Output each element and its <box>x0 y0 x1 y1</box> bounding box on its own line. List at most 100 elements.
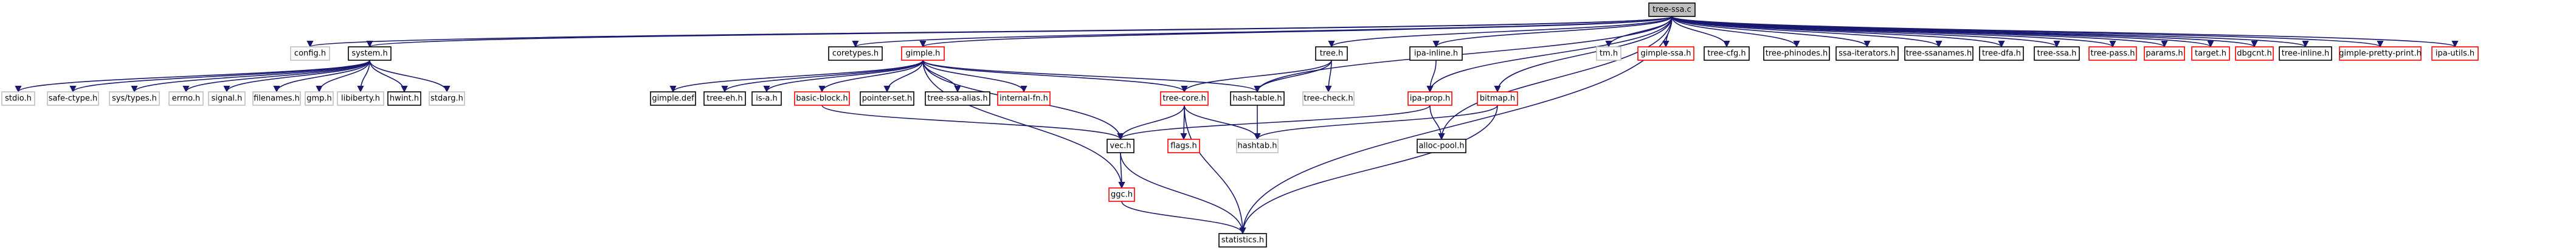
node-internal-fn-h[interactable]: internal-fn.h <box>997 91 1051 106</box>
node-pointer-set-h[interactable]: pointer-set.h <box>860 91 914 106</box>
node-hwint-h[interactable]: hwint.h <box>387 91 421 106</box>
node-safe-ctype-h[interactable]: safe-ctype.h <box>47 91 99 106</box>
node-box <box>1 91 35 106</box>
node-stdio-h[interactable]: stdio.h <box>1 91 35 106</box>
node-label: ipa-utils.h <box>2436 49 2474 58</box>
node-box <box>2144 46 2185 61</box>
edge-tree-ssa-c-to-gimple-h <box>919 16 1673 48</box>
node-label: sys/types.h <box>112 94 157 103</box>
node-signal-h[interactable]: signal.h <box>208 91 246 106</box>
edge-system-h-to-libiberty-h <box>357 60 370 93</box>
node-label: coretypes.h <box>832 49 879 58</box>
node-tree-ssa-alias-h[interactable]: tree-ssa-alias.h <box>925 91 990 106</box>
node-tree-phinodes-h[interactable]: tree-phinodes.h <box>1763 46 1830 61</box>
node-label: safe-ctype.h <box>49 94 98 103</box>
node-coretypes-h[interactable]: coretypes.h <box>828 46 883 61</box>
node-errno-h[interactable]: errno.h <box>168 91 204 106</box>
node-ipa-utils-h[interactable]: ipa-utils.h <box>2431 46 2479 61</box>
edge-gimple-h-to-is-a-h <box>763 60 924 93</box>
edge-basic-block-h-to-vec-h <box>821 105 1124 141</box>
node-label: tree.h <box>1320 49 1344 58</box>
node-label: gmp.h <box>306 94 332 103</box>
node-config-h[interactable]: config.h <box>290 46 330 61</box>
edge-system-h-to-sys-types-h <box>131 60 370 93</box>
edge-gimple-h-to-basic-block-h <box>818 60 924 93</box>
node-params-h[interactable]: params.h <box>2144 46 2185 61</box>
node-tree-ssa-h[interactable]: tree-ssa.h <box>2034 46 2080 61</box>
edge-gimple-h-to-pointer-set-h <box>883 60 924 93</box>
node-ggc-h[interactable]: ggc.h <box>1108 187 1135 202</box>
node-box <box>1648 2 1696 17</box>
node-box <box>2191 46 2230 61</box>
node-tm-h[interactable]: tm.h <box>1596 46 1621 61</box>
edge-layer <box>15 16 2459 235</box>
node-label: ggc.h <box>1111 190 1133 200</box>
node-gmp-h[interactable]: gmp.h <box>305 91 334 106</box>
node-tree-h[interactable]: tree.h <box>1315 46 1348 61</box>
node-statistics-h[interactable]: statistics.h <box>1218 233 1267 248</box>
node-box <box>1108 187 1135 202</box>
node-label: tree-inline.h <box>2282 49 2330 58</box>
node-target-h[interactable]: target.h <box>2191 46 2230 61</box>
node-box <box>997 91 1051 106</box>
node-label: alloc-pool.h <box>1418 142 1464 151</box>
node-label: gimple-ssa.h <box>1641 49 1691 58</box>
node-gimple-h[interactable]: gimple.h <box>901 46 945 61</box>
node-tree-core-h[interactable]: tree-core.h <box>1160 91 1209 106</box>
node-gimple-ssa-h[interactable]: gimple-ssa.h <box>1637 46 1694 61</box>
edge-system-h-to-stdio-h <box>15 60 370 93</box>
edge-system-h-to-errno-h <box>182 60 370 93</box>
node-libiberty-h[interactable]: libiberty.h <box>337 91 384 106</box>
edge-tree-h-to-tree-check-h <box>1325 60 1332 93</box>
node-sys-types-h[interactable]: sys/types.h <box>109 91 160 106</box>
node-flags-h[interactable]: flags.h <box>1167 139 1200 153</box>
node-ipa-inline-h[interactable]: ipa-inline.h <box>1409 46 1463 61</box>
node-label: tree-check.h <box>1304 94 1353 103</box>
edge-tree-ssa-c-to-tree-h <box>1328 16 1673 48</box>
node-box <box>2235 46 2274 61</box>
edge-tree-ssa-c-to-ipa-prop-h <box>1426 16 1673 93</box>
node-is-a-h[interactable]: is-a.h <box>751 91 782 106</box>
edge-ipa-prop-h-to-vec-h <box>1117 105 1431 141</box>
node-dbgcnt-h[interactable]: dbgcnt.h <box>2235 46 2274 61</box>
node-ssa-iterators-h[interactable]: ssa-iterators.h <box>1835 46 1899 61</box>
node-basic-block-h[interactable]: basic-block.h <box>794 91 850 106</box>
node-vec-h[interactable]: vec.h <box>1107 139 1134 153</box>
node-box <box>1596 46 1621 61</box>
node-label: is-a.h <box>756 94 777 103</box>
edge-tree-ssa-c-to-ipa-inline-h <box>1432 16 1673 48</box>
node-tree-eh-h[interactable]: tree-eh.h <box>703 91 746 106</box>
node-tree-inline-h[interactable]: tree-inline.h <box>2279 46 2332 61</box>
node-ipa-prop-h[interactable]: ipa-prop.h <box>1407 91 1452 106</box>
edge-tree-ssa-c-to-tree-phinodes-h <box>1671 16 1800 48</box>
edge-tree-ssa-c-to-tree-cfg-h <box>1671 16 1730 48</box>
edge-tree-ssa-c-to-alloc-pool-h <box>1438 16 1673 141</box>
node-tree-ssanames-h[interactable]: tree-ssanames.h <box>1904 46 1973 61</box>
edge-gimple-h-to-hash-table-h <box>922 60 1261 93</box>
edge-gimple-h-to-internal-fn-h <box>922 60 1027 93</box>
node-box <box>901 46 945 61</box>
node-system-h[interactable]: system.h <box>348 46 392 61</box>
node-label: signal.h <box>212 94 243 103</box>
node-label: ssa-iterators.h <box>1839 49 1896 58</box>
edge-tree-ssa-c-to-tree-ssanames-h <box>1671 16 1942 48</box>
node-gimple-def[interactable]: gimple.def <box>650 91 696 106</box>
node-label: hash-table.h <box>1232 94 1282 103</box>
node-box <box>305 91 334 106</box>
node-tree-dfa-h[interactable]: tree-dfa.h <box>1979 46 2024 61</box>
node-box <box>925 91 990 106</box>
edge-system-h-to-safe-ctype-h <box>69 60 370 93</box>
edge-ggc-h-to-statistics-h <box>1121 201 1246 235</box>
node-stdarg-h[interactable]: stdarg.h <box>429 91 465 106</box>
node-gimple-pretty-print-h[interactable]: gimple-pretty-print.h <box>2339 46 2422 61</box>
node-filenames-h[interactable]: filenames.h <box>252 91 301 106</box>
node-tree-pass-h[interactable]: tree-pass.h <box>2088 46 2137 61</box>
node-tree-ssa-c[interactable]: tree-ssa.c <box>1648 2 1696 17</box>
node-hash-table-h[interactable]: hash-table.h <box>1230 91 1285 106</box>
node-bitmap-h[interactable]: bitmap.h <box>1477 91 1518 106</box>
node-tree-cfg-h[interactable]: tree-cfg.h <box>1704 46 1750 61</box>
node-hashtab-h[interactable]: hashtab.h <box>1236 139 1279 153</box>
node-box <box>1763 46 1830 61</box>
node-tree-check-h[interactable]: tree-check.h <box>1302 91 1355 106</box>
node-alloc-pool-h[interactable]: alloc-pool.h <box>1417 139 1466 153</box>
